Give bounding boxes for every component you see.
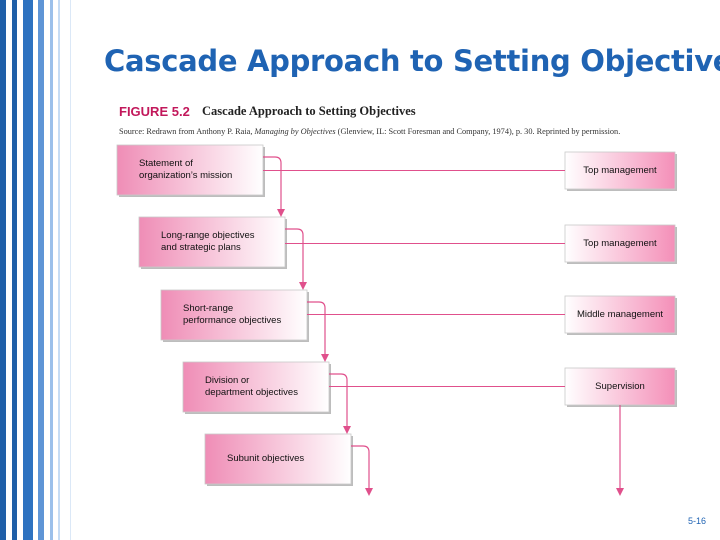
level-box: [564, 151, 676, 190]
decor-stripe: [38, 0, 44, 540]
source-prefix: Source: Redrawn from Anthony P. Raia,: [119, 127, 255, 136]
figure-source: Source: Redrawn from Anthony P. Raia, Ma…: [119, 127, 620, 136]
decor-stripe: [0, 0, 6, 540]
cascade-arrow: [351, 445, 373, 496]
decor-stripe: [50, 0, 53, 540]
step-label: Long-range objectives and strategic plan…: [161, 230, 255, 253]
level-label: Top management: [583, 237, 657, 249]
step-label: Statement of organization’s mission: [139, 158, 233, 181]
level-box: [564, 295, 676, 334]
connectors-layer: [263, 156, 624, 496]
page-number: 5-16: [687, 516, 706, 526]
decor-stripe: [58, 0, 60, 540]
boxes-layer: [116, 144, 677, 486]
step-box: [116, 144, 264, 196]
step-label: Subunit objectives: [227, 453, 305, 464]
figure-title: Cascade Approach to Setting Objectives: [202, 104, 416, 118]
cascade-arrow: [263, 156, 285, 217]
cascade-arrow: [285, 228, 307, 290]
level-label: Supervision: [595, 380, 645, 392]
step-box: [138, 216, 286, 268]
cascade-arrow: [329, 373, 351, 434]
step-label: Division or department objectives: [205, 375, 298, 398]
decor-stripe: [12, 0, 17, 540]
level-box: [564, 224, 676, 263]
source-suffix: (Glenview, IL: Scott Foresman and Compan…: [335, 127, 621, 136]
level-label: Middle management: [576, 308, 664, 320]
decor-stripe: [70, 0, 71, 540]
cascade-arrow: [307, 301, 329, 362]
step-box: [204, 433, 352, 485]
level-label: Top management: [583, 164, 657, 176]
decor-stripe: [23, 0, 33, 540]
step-box: [160, 289, 308, 341]
figure-label: FIGURE 5.2: [119, 104, 190, 119]
step-box: [182, 361, 330, 413]
source-book-title: Managing by Objectives: [254, 127, 336, 136]
step-label: Short-range performance objectives: [183, 303, 282, 326]
slide-title: Cascade Approach to Setting Objectives: [104, 44, 720, 78]
